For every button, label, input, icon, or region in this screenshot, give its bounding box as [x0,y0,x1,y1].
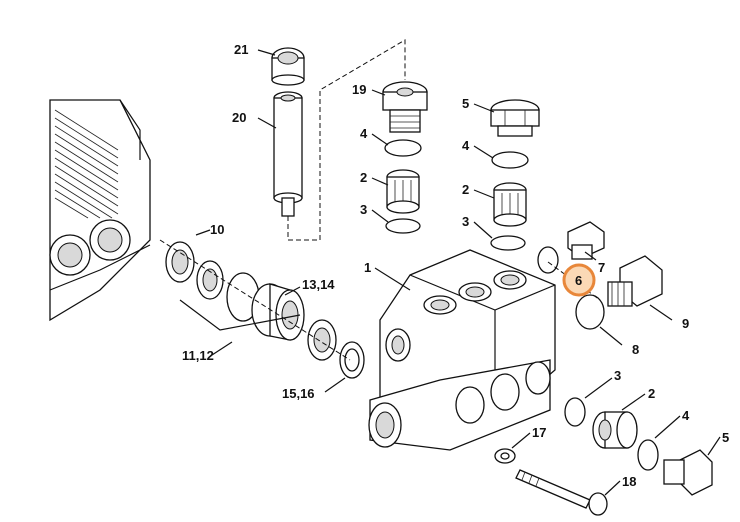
label-9: 9 [682,316,689,331]
part-11-12-seal [196,260,224,300]
label-20: 20 [232,110,246,125]
label-10: 10 [210,222,224,237]
assembly-line-20 [287,39,406,241]
part-3-oring-left [385,218,421,234]
label-2-right: 2 [462,182,469,197]
label-17: 17 [532,425,546,440]
part-7-plug [567,221,605,260]
part-21-gauge [271,47,305,86]
label-3-left: 3 [360,202,367,217]
part-10-seal [165,241,195,283]
part-6-seal [537,246,559,274]
part-5-plug-bottom [663,449,713,496]
part-15-16-seal [307,319,337,361]
part-1-pump-head [368,249,556,451]
part-15-16-ring [339,341,365,379]
label-4-left: 4 [360,126,368,141]
label-7: 7 [598,260,605,275]
part-9-plug [607,255,663,307]
label-13-14: 13,14 [302,277,335,292]
part-3-oring-bottom [564,397,586,427]
label-18: 18 [622,474,636,489]
part-4-oring-left [384,139,422,157]
label-11-12: 11,12 [182,348,214,363]
part-8-oring [575,294,605,330]
label-21: 21 [234,42,248,57]
label-6: 6 [575,273,582,288]
part-20-tube [273,91,303,217]
label-3-right: 3 [462,214,469,229]
label-3-bottom: 3 [614,368,621,383]
part-18-bolt [515,469,608,516]
label-5-bottom: 5 [722,430,729,445]
part-2-valve-bottom [592,411,638,449]
motor-housing [49,99,151,322]
label-1: 1 [364,260,371,275]
label-4-bottom: 4 [682,408,690,423]
highlight-marker-6 [562,263,596,297]
part-4-oring-bottom [637,439,659,471]
part-4-oring-right [491,151,529,169]
part-2-valve-right [493,182,527,227]
label-19: 19 [352,82,366,97]
label-2-left: 2 [360,170,367,185]
leader-lines [195,49,721,496]
part-5-plug-top [490,99,540,137]
label-8: 8 [632,342,639,357]
part-19-fitting [382,81,428,133]
label-4-right: 4 [462,138,470,153]
label-2-bottom: 2 [648,386,655,401]
part-13-14-cylinder [251,283,305,341]
part-2-valve-left [386,169,420,214]
label-15-16: 15,16 [282,386,315,401]
label-5-top: 5 [462,96,469,111]
bracket-11-12 [179,299,301,331]
assembly-line-left [159,239,351,361]
part-3-oring-right [490,235,526,251]
part-17-washer [494,448,516,464]
part-labels: 21 20 19 5 4 4 2 2 3 3 10 1 7 6 9 8 13,1… [182,42,729,489]
